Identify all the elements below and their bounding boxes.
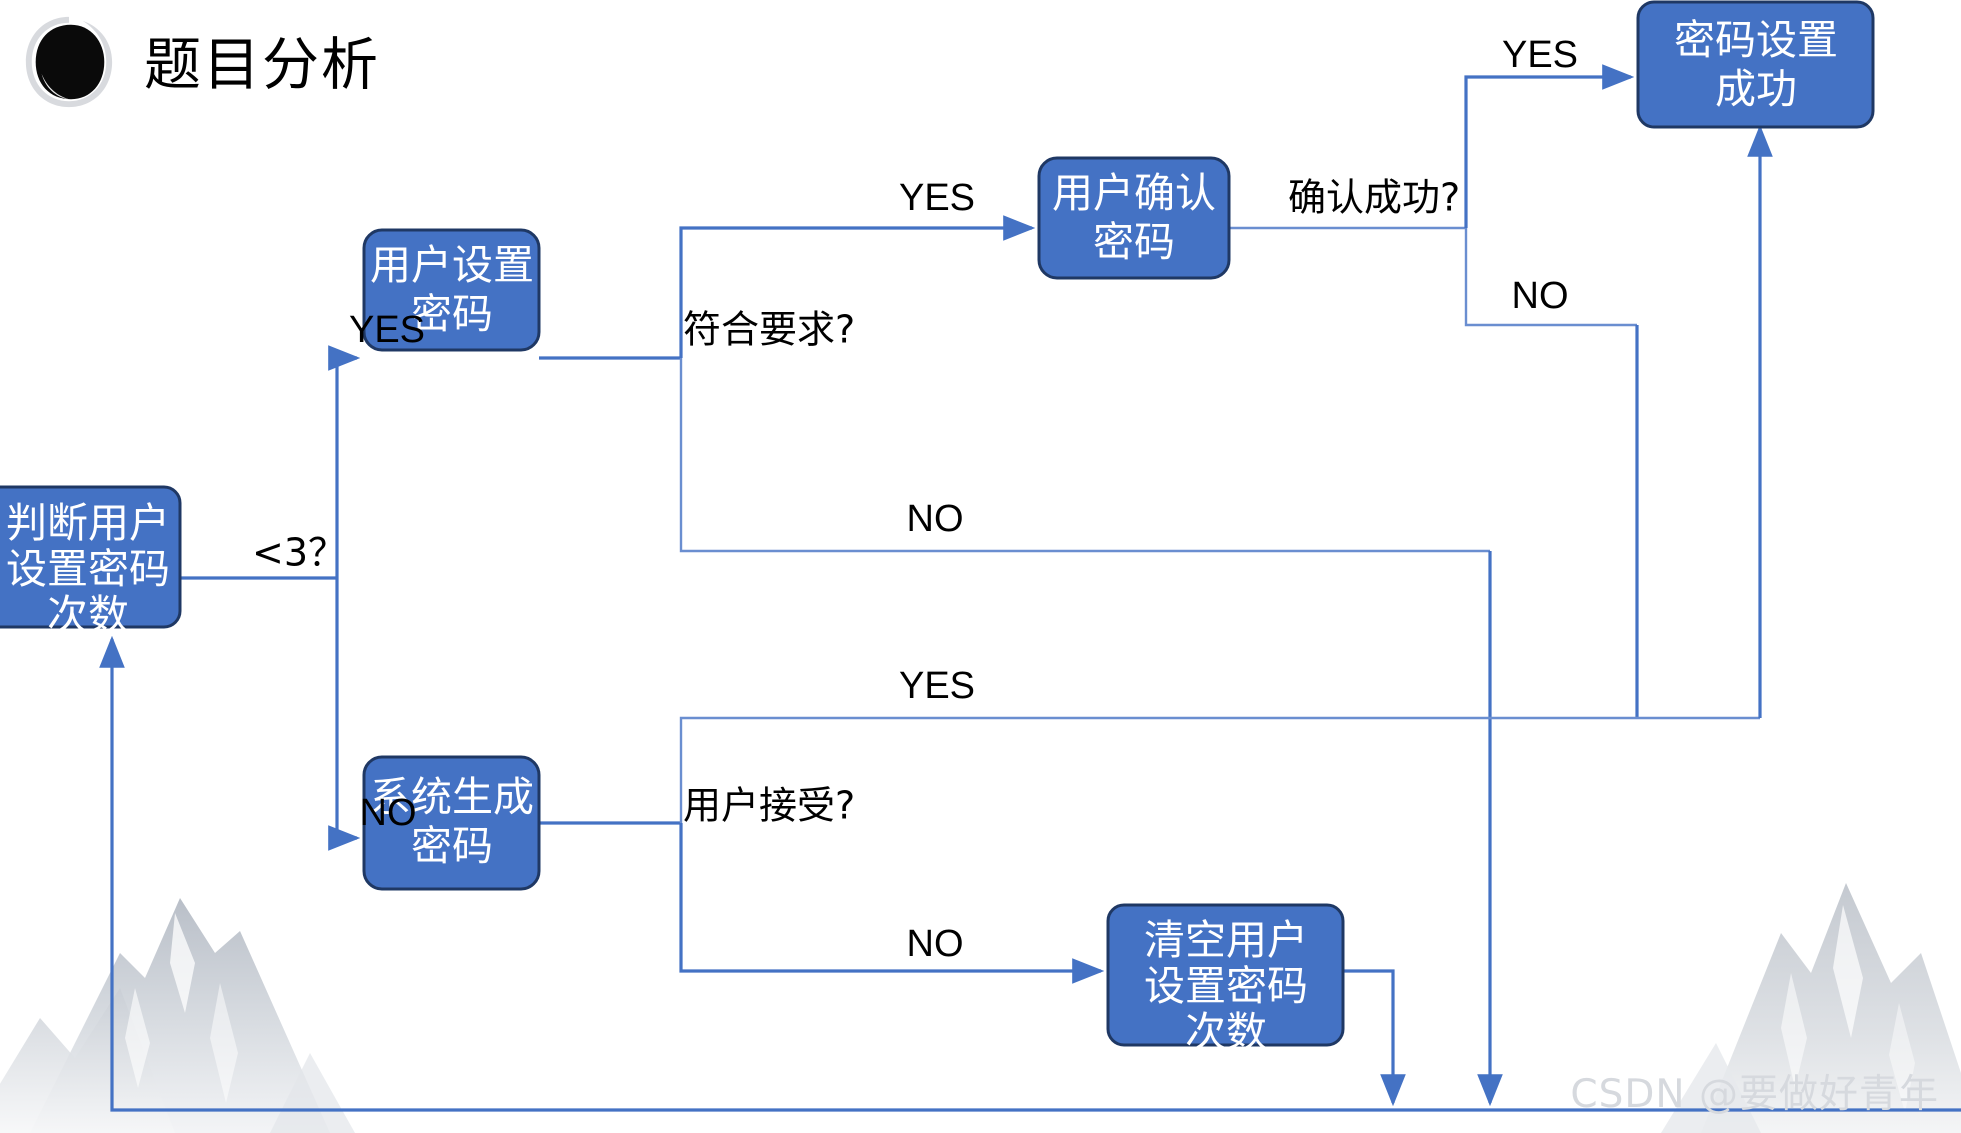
node-user-set-password-line2: 密码 (411, 290, 493, 338)
ink-brush-circle-icon (25, 16, 113, 108)
node-check-attempt-count-line3: 次数 (47, 591, 129, 639)
edge-label-less-than-3: <3？ (252, 531, 346, 575)
edge-no-from-confirm (1464, 228, 1637, 327)
edge-label-no-requirements: NO (907, 498, 964, 540)
edge-label-yes-requirements: YES (899, 177, 975, 219)
edge-label-meets-requirements: 符合要求? (683, 308, 855, 352)
edge-yes-to-set-password (328, 345, 361, 578)
node-user-confirm-password[interactable]: 用户确认 密码 (1037, 156, 1231, 280)
node-clear-attempt-count[interactable]: 清空用户 设置密码 次数 (1106, 903, 1345, 1056)
edge-clear-count-down (1343, 969, 1406, 1107)
edge-label-no-attempt: NO (360, 792, 417, 834)
node-system-generate-password-shape (362, 755, 541, 891)
node-check-attempt-count-line1: 判断用户 (6, 499, 170, 547)
node-clear-attempt-count-line2: 设置密码 (1144, 962, 1308, 1010)
node-user-confirm-password-line2: 密码 (1093, 218, 1175, 266)
node-check-attempt-count-shape (0, 485, 182, 629)
node-user-confirm-password-shape (1037, 156, 1231, 280)
edge-label-yes-accepts: YES (899, 665, 975, 707)
edge-no-to-clear-count (679, 823, 1105, 984)
edge-no-from-requirements (679, 358, 1490, 553)
node-password-set-success-line1: 密码设置 (1674, 16, 1838, 64)
edge-label-user-accepts: 用户接受? (683, 784, 855, 828)
node-system-generate-password-line1: 系统生成 (370, 773, 534, 821)
edge-yes-to-confirm-password (679, 215, 1036, 358)
node-user-set-password[interactable]: 用户设置 密码 (362, 228, 541, 352)
edge-yes-to-success (1464, 64, 1635, 228)
node-clear-attempt-count-line1: 清空用户 (1144, 916, 1308, 964)
node-user-set-password-shape (362, 228, 541, 352)
edge-yes-from-accept (679, 716, 1760, 823)
edge-label-yes-confirm: YES (1502, 34, 1578, 76)
edge-no-to-generate-password (328, 578, 361, 851)
edge-label-confirm-success: 确认成功? (1288, 176, 1460, 220)
node-password-set-success[interactable]: 密码设置 成功 (1636, 0, 1875, 129)
node-check-attempt-count[interactable]: 判断用户 设置密码 次数 (0, 485, 182, 639)
node-check-attempt-count-line2: 设置密码 (6, 545, 170, 593)
edge-label-yes-attempt: YES (349, 309, 425, 351)
node-system-generate-password[interactable]: 系统生成 密码 (362, 755, 541, 891)
node-password-set-success-line2: 成功 (1715, 65, 1797, 113)
node-system-generate-password-line2: 密码 (411, 822, 493, 870)
node-clear-attempt-count-shape (1106, 903, 1345, 1047)
edge-label-no-accepts: NO (907, 923, 964, 965)
node-clear-attempt-count-line3: 次数 (1185, 1008, 1267, 1056)
edge-return-loop-to-n1 (99, 635, 1961, 1112)
slide-header: 题目分析 (0, 0, 380, 120)
node-user-set-password-line1: 用户设置 (370, 241, 534, 289)
page-title: 题目分析 (144, 32, 380, 98)
node-user-confirm-password-line1: 用户确认 (1052, 169, 1216, 217)
node-password-set-success-shape (1636, 0, 1875, 129)
edge-label-no-confirm: NO (1512, 275, 1569, 317)
